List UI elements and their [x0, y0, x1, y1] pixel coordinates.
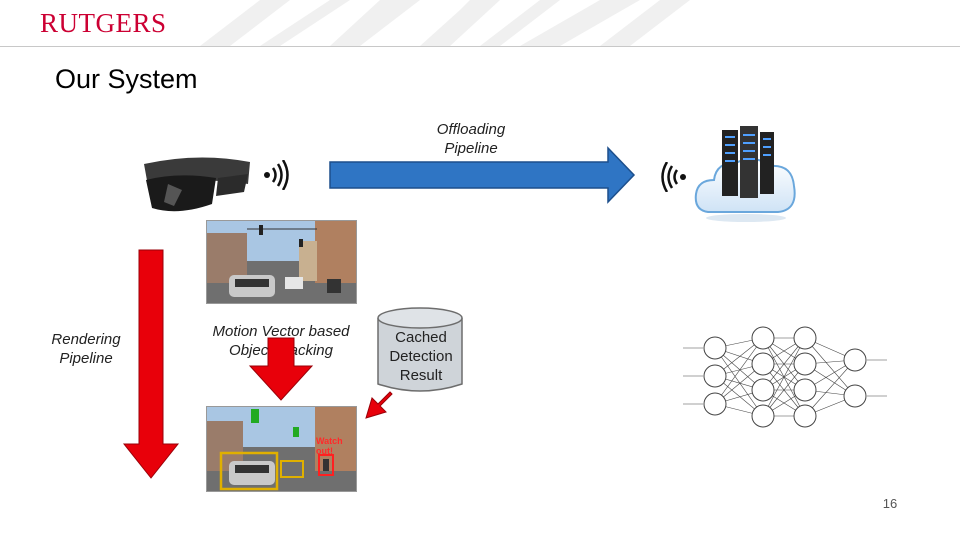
rendering-arrow	[122, 249, 180, 479]
cached-detection-label: Cached Detection Result	[389, 329, 453, 384]
cached-detection-cylinder	[377, 307, 463, 392]
offloading-pipeline-label: Offloading Pipeline	[436, 121, 506, 157]
cache-arrow	[365, 391, 393, 419]
tracking-arrow	[248, 337, 314, 401]
server-cloud-icon	[694, 126, 796, 222]
street-photo	[206, 220, 357, 304]
headset-icon	[144, 157, 250, 212]
watch-out-annotation: Watch out!	[316, 436, 343, 456]
detection-photo	[206, 406, 357, 492]
rutgers-logo: RUTGERS	[40, 8, 167, 38]
header-band	[0, 0, 960, 46]
slide-title: Our System	[55, 64, 198, 94]
header-divider	[0, 46, 960, 47]
tracking-label: Motion Vector based Object Tracking	[212, 323, 350, 359]
rendering-pipeline-label: Rendering Pipeline	[51, 331, 121, 367]
neural-network-diagram	[683, 326, 887, 428]
wifi-signal-icon	[264, 160, 289, 190]
header-pattern	[200, 0, 690, 46]
page-number: 16	[882, 496, 898, 511]
wifi-signal-icon-right	[661, 162, 686, 192]
offloading-arrow	[329, 146, 636, 204]
